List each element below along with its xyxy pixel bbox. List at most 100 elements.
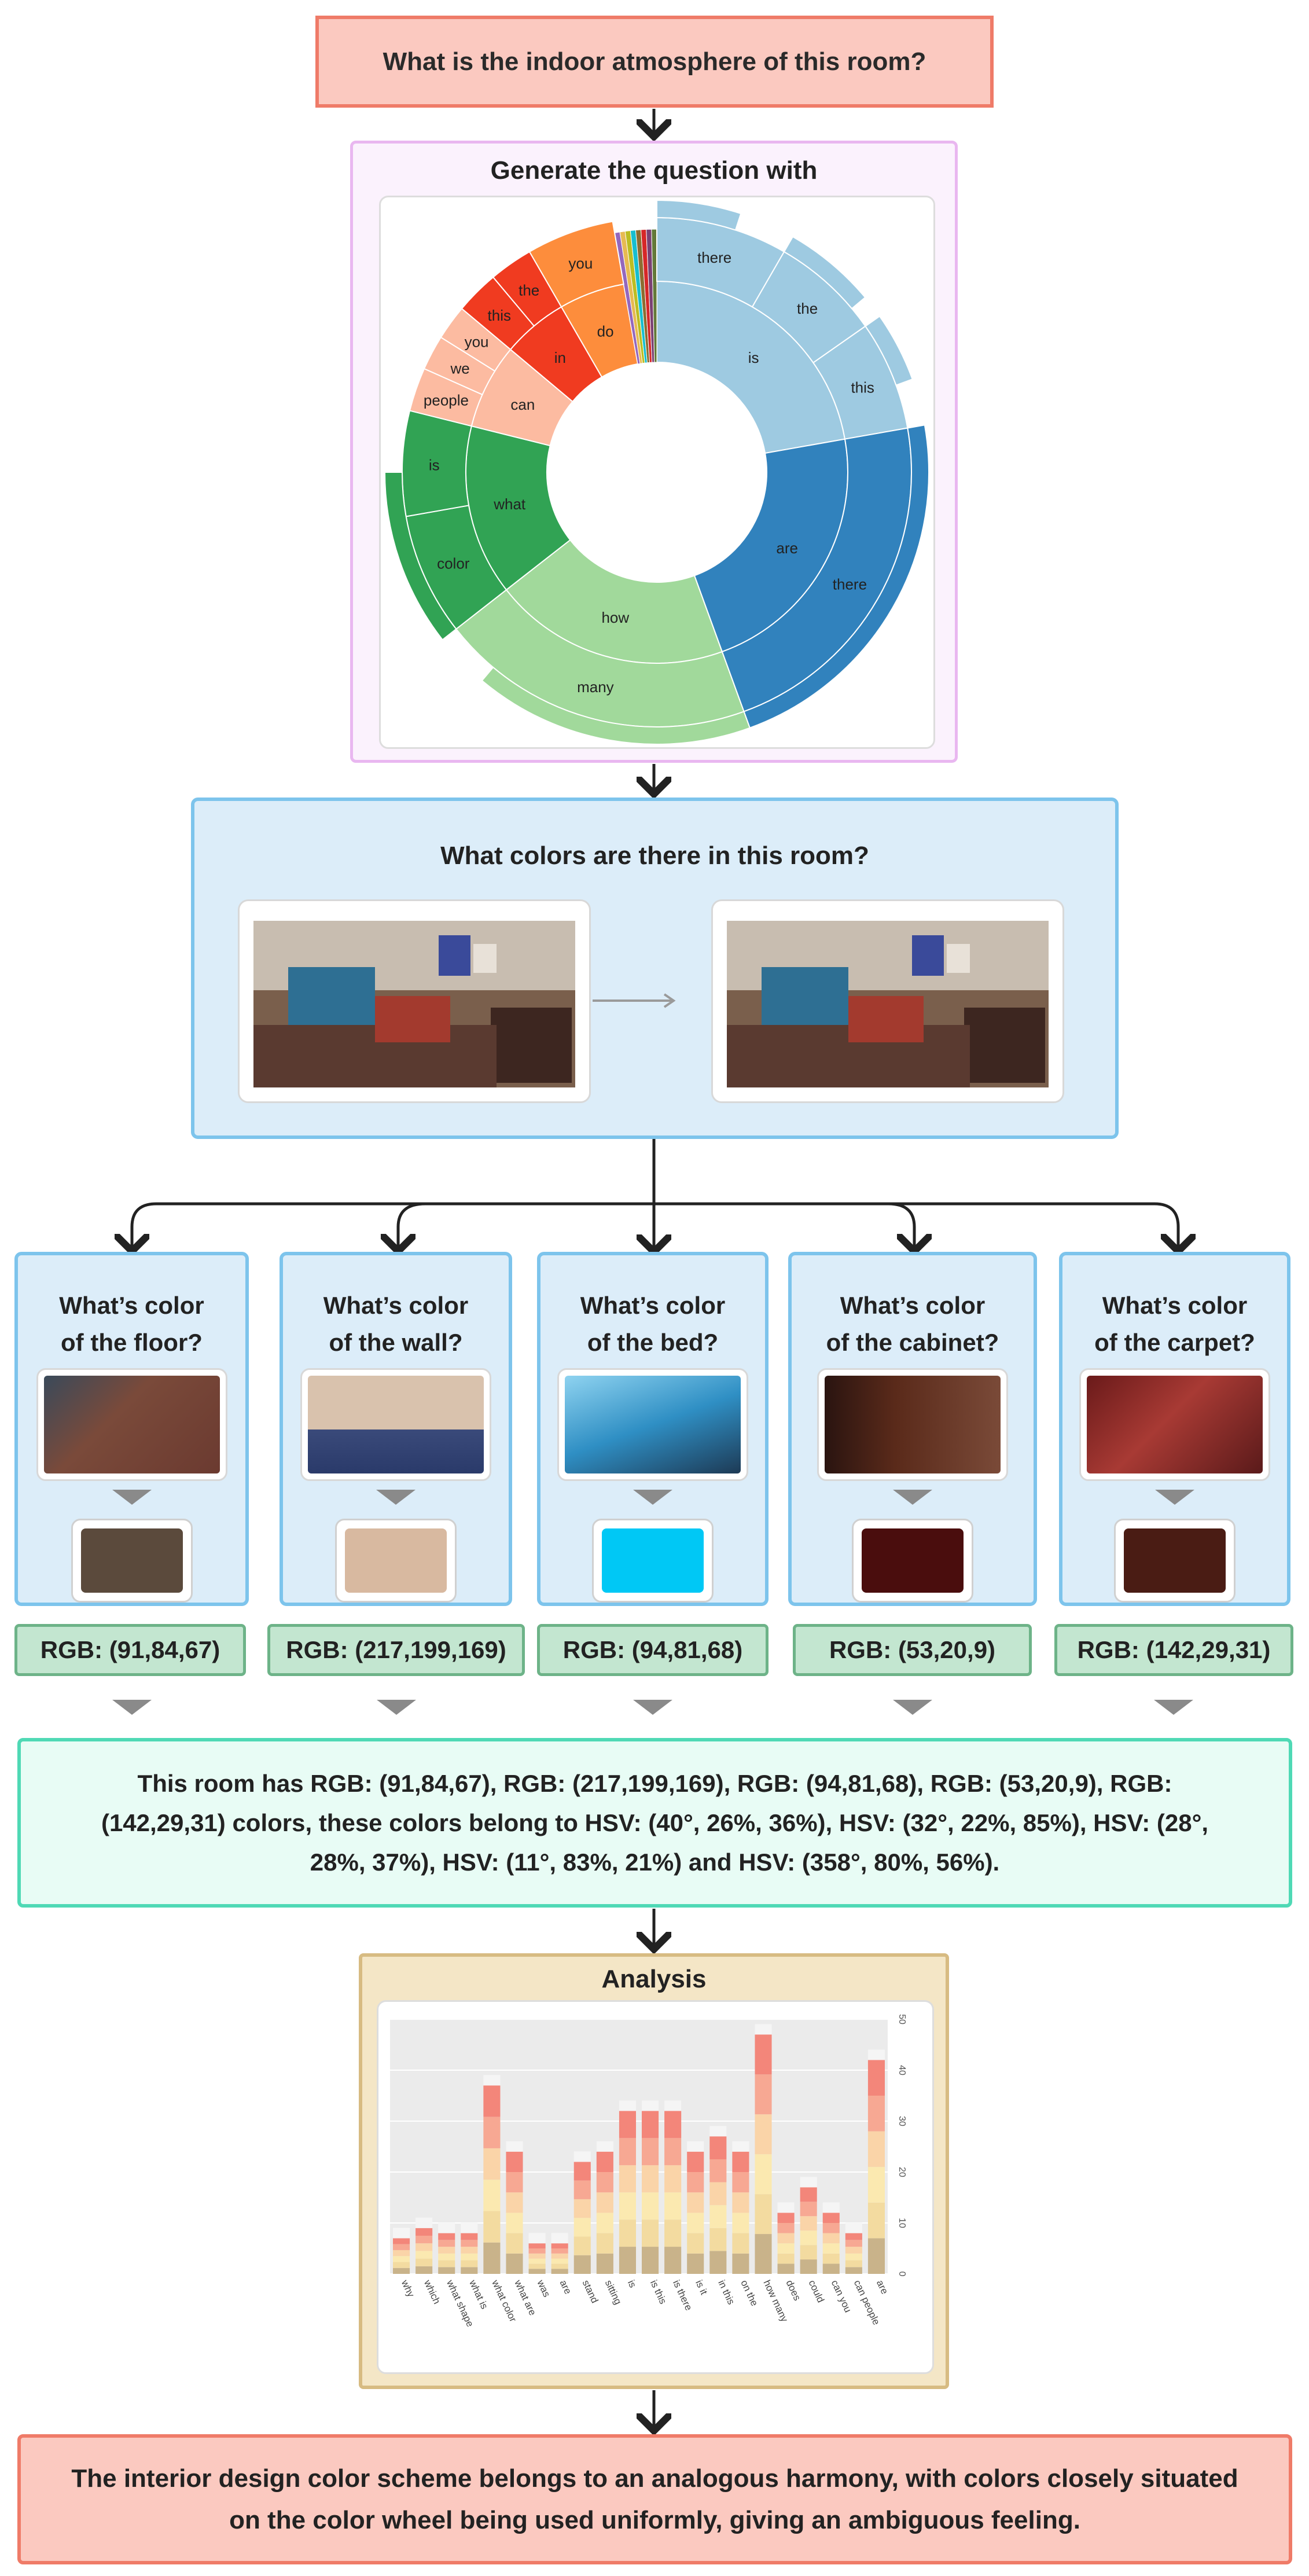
bar-segment <box>528 2243 546 2248</box>
bar-segment <box>822 2233 840 2244</box>
bar-segment <box>709 2182 727 2206</box>
x-tick-label: what are <box>512 2278 538 2317</box>
bar-segment <box>732 2151 749 2172</box>
bar-segment <box>687 2253 704 2274</box>
bar-segment <box>687 2151 704 2172</box>
card-title-line2: of the bed? <box>587 1329 719 1356</box>
object-thumbnail <box>817 1368 1008 1481</box>
room-image-segmented <box>721 909 1054 1093</box>
bar-segment <box>867 2060 885 2096</box>
bar-segment <box>777 2213 795 2223</box>
sunburst-label: is <box>748 349 759 366</box>
sunburst-label: we <box>450 359 469 377</box>
bar-segment <box>867 2238 885 2274</box>
bar-segment <box>732 2192 749 2213</box>
x-tick-label: sitting <box>603 2279 624 2306</box>
bar-segment <box>461 2233 478 2240</box>
object-thumbnail <box>1079 1368 1270 1481</box>
bar-segment <box>642 2247 659 2274</box>
bar-segment <box>596 2192 613 2213</box>
x-tick-label: which <box>422 2278 443 2306</box>
bar-segment <box>800 2202 817 2217</box>
bar-segment <box>393 2238 410 2244</box>
bar-segment <box>800 2245 817 2260</box>
color-swatch <box>852 1519 973 1603</box>
colors-question: What colors are there in this room? <box>440 841 869 870</box>
bar-segment <box>867 2096 885 2132</box>
bar-segment <box>551 2248 568 2254</box>
sunburst-label: how <box>601 609 629 626</box>
bar-cap <box>642 2100 659 2111</box>
bar-segment <box>573 2255 591 2274</box>
sunburst-label: people <box>424 392 469 409</box>
analysis-title: Analysis <box>601 1965 707 1993</box>
x-tick-label: could <box>807 2279 826 2305</box>
bar-segment <box>845 2247 862 2254</box>
bar-cap <box>687 2141 704 2152</box>
sunburst-label: are <box>776 539 798 557</box>
bar-segment <box>687 2233 704 2254</box>
bar-segment <box>777 2253 795 2264</box>
sunburst-label: this <box>488 307 511 324</box>
card-title-line2: of the carpet? <box>1094 1329 1255 1356</box>
bar-segment <box>483 2148 501 2180</box>
bar-segment <box>393 2262 410 2268</box>
bar-cap <box>596 2141 613 2152</box>
bar-segment <box>573 2218 591 2237</box>
sunburst-center <box>548 363 766 581</box>
bar-segment <box>416 2236 433 2244</box>
bar-segment <box>642 2111 659 2138</box>
rgb-label-floor: RGB: (91,84,67) <box>14 1624 246 1676</box>
bar-segment <box>709 2205 727 2228</box>
object-thumbnail <box>300 1368 491 1481</box>
bar-cap <box>709 2126 727 2137</box>
sunburst-label: do <box>597 323 614 340</box>
bar-segment <box>461 2260 478 2268</box>
bar-segment <box>506 2192 523 2213</box>
bar-cap <box>867 2049 885 2060</box>
bar-segment <box>642 2219 659 2247</box>
bar-segment <box>619 2165 636 2193</box>
arrow-right <box>593 993 676 1008</box>
bar-segment <box>483 2085 501 2117</box>
x-tick-label: can you <box>829 2279 854 2314</box>
bar-segment <box>777 2233 795 2244</box>
y-tick-label: 10 <box>897 2218 907 2228</box>
bar-segment <box>800 2230 817 2246</box>
bar-segment <box>528 2263 546 2269</box>
bar-segment <box>573 2199 591 2218</box>
x-tick-label: are <box>874 2279 891 2296</box>
color-swatch <box>592 1519 714 1603</box>
down-triangle-icon <box>1154 1700 1193 1715</box>
bar-segment <box>438 2240 455 2247</box>
bar-segment <box>438 2247 455 2254</box>
room-image <box>248 909 581 1093</box>
down-triangle-icon <box>112 1490 152 1505</box>
bar-segment <box>393 2268 410 2274</box>
bar-cap <box>619 2100 636 2111</box>
object-thumbnail <box>36 1368 227 1481</box>
down-triangle-icon <box>1155 1490 1194 1505</box>
bar-segment <box>461 2247 478 2254</box>
bar-segment <box>867 2202 885 2239</box>
bar-segment <box>416 2251 433 2259</box>
bar-segment <box>709 2136 727 2159</box>
bar-cap <box>573 2151 591 2162</box>
bar-segment <box>461 2267 478 2274</box>
bar-segment <box>845 2233 862 2240</box>
sunburst-segment <box>865 315 913 386</box>
bar-segment <box>732 2253 749 2274</box>
bar-segment <box>506 2253 523 2274</box>
color-swatch <box>71 1519 193 1603</box>
bar-segment <box>755 2114 772 2155</box>
card-title-line2: of the wall? <box>329 1329 463 1356</box>
bar-segment <box>416 2228 433 2236</box>
bar-segment <box>506 2172 523 2193</box>
bar-segment <box>573 2180 591 2199</box>
bar-segment <box>596 2213 613 2233</box>
bar-segment <box>664 2165 682 2193</box>
